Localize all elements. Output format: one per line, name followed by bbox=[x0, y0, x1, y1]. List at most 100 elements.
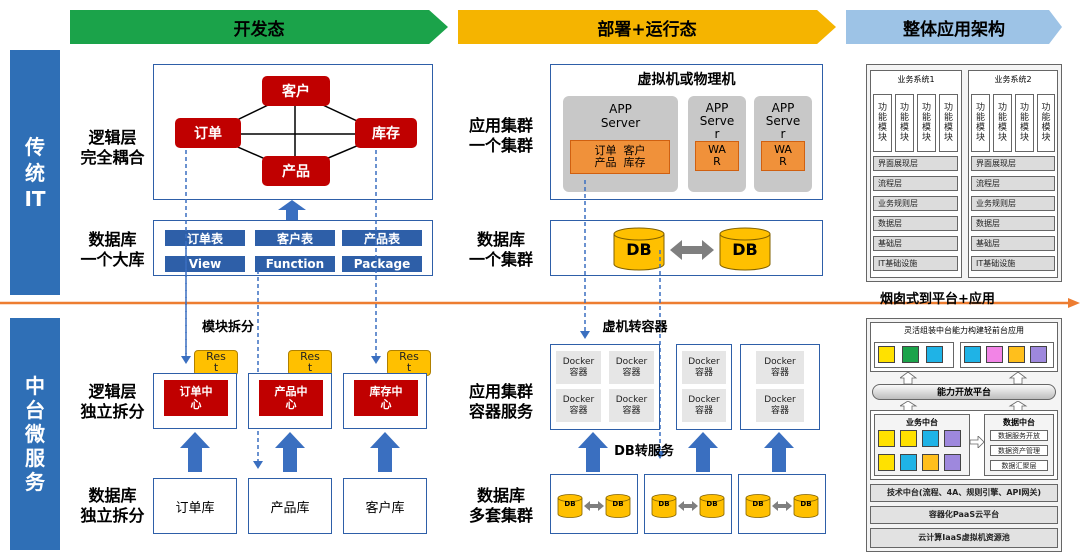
data-platform-title: 数据中台 bbox=[1003, 418, 1035, 427]
sys1-title: 业务系统1 bbox=[897, 75, 935, 84]
db-small-3a: DB bbox=[752, 500, 764, 508]
center-order: 订单中 心 bbox=[164, 380, 228, 416]
sys2-func-1: 功 能 模 块 bbox=[971, 94, 990, 152]
app-square-pink bbox=[986, 346, 1003, 363]
app-server-2-label: APP Serve r bbox=[699, 101, 735, 141]
sys1-layer-infra: IT基础设施 bbox=[873, 256, 958, 271]
sys2-func-3: 功 能 模 块 bbox=[1015, 94, 1034, 152]
node-customer: 客户 bbox=[262, 76, 330, 106]
db-product: 产品库 bbox=[248, 478, 332, 534]
docker-2b: Docker 容器 bbox=[682, 389, 726, 422]
data-aggregation: 数据汇聚层 bbox=[990, 460, 1048, 471]
db-cylinders-top bbox=[613, 227, 771, 271]
sys1-layer-base: 基础层 bbox=[873, 236, 958, 251]
tech-platform: 技术中台(流程、4A、规则引擎、API网关) bbox=[870, 484, 1058, 502]
docker-1c: Docker 容器 bbox=[556, 389, 601, 422]
table-function: Function bbox=[255, 256, 335, 272]
biz-square-5 bbox=[878, 454, 895, 471]
war-box-1: WA R bbox=[695, 141, 739, 171]
docker-3b: Docker 容器 bbox=[756, 389, 804, 422]
bundle-box: 订单 客户 产品 库存 bbox=[570, 140, 670, 174]
sys1-func-1: 功 能 模 块 bbox=[873, 94, 892, 152]
label-db-cluster: 数据库 一个集群 bbox=[468, 230, 533, 269]
label-logic-coupled: 逻辑层 完全耦合 bbox=[80, 128, 145, 167]
sys1-layer-data: 数据层 bbox=[873, 216, 958, 231]
side-middle-platform: 中 台 微 服 务 bbox=[10, 318, 60, 550]
sys2-func-2: 功 能 模 块 bbox=[993, 94, 1012, 152]
sys1-layer-rule: 业务规则层 bbox=[873, 196, 958, 211]
label-logic-split: 逻辑层 独立拆分 bbox=[80, 382, 145, 421]
up-arrow bbox=[278, 200, 306, 220]
rest-api-tag-2: Res t API bbox=[288, 350, 332, 384]
node-order: 订单 bbox=[175, 118, 241, 148]
table-customer: 客户表 bbox=[255, 230, 335, 246]
biz-square-1 bbox=[878, 430, 895, 447]
iaas-pool: 云计算IaaS虚拟机资源池 bbox=[870, 528, 1058, 548]
label-vm-to-container: 虚机转容器 bbox=[602, 320, 668, 335]
db-order: 订单库 bbox=[153, 478, 237, 534]
divider-line bbox=[0, 298, 1080, 308]
open-platform: 能力开放平台 bbox=[872, 384, 1056, 400]
header-arch: 整体应用架构 bbox=[846, 10, 1062, 44]
vm-title: 虚拟机或物理机 bbox=[637, 72, 736, 88]
table-product: 产品表 bbox=[342, 230, 422, 246]
docker-1a: Docker 容器 bbox=[556, 351, 601, 384]
biz-square-4 bbox=[944, 430, 961, 447]
sys1-layer-flow: 流程层 bbox=[873, 176, 958, 191]
docker-2a: Docker 容器 bbox=[682, 351, 726, 384]
paas-platform: 容器化PaaS云平台 bbox=[870, 506, 1058, 524]
war-box-2: WA R bbox=[761, 141, 805, 171]
table-view: View bbox=[165, 256, 245, 272]
app-square-yellow-1 bbox=[878, 346, 895, 363]
label-db-to-service: DB转服务 bbox=[614, 444, 674, 459]
db-small-1a: DB bbox=[564, 500, 576, 508]
db-customer: 客户库 bbox=[343, 478, 427, 534]
sys1-func-2: 功 能 模 块 bbox=[895, 94, 914, 152]
biz-square-7 bbox=[922, 454, 939, 471]
app-square-orange bbox=[1008, 346, 1025, 363]
sys2-layer-ui: 界面展现层 bbox=[971, 156, 1055, 171]
center-product: 产品中 心 bbox=[259, 380, 323, 416]
db-small-2b: DB bbox=[706, 500, 718, 508]
db-small-2a: DB bbox=[658, 500, 670, 508]
label-app-cluster: 应用集群 一个集群 bbox=[468, 116, 533, 155]
app-square-green-1 bbox=[902, 346, 919, 363]
db-label-2: DB bbox=[732, 240, 758, 259]
label-db-split: 数据库 独立拆分 bbox=[80, 486, 145, 525]
sys1-func-4: 功 能 模 块 bbox=[939, 94, 958, 152]
docker-1d: Docker 容器 bbox=[609, 389, 654, 422]
up-arrows-dev bbox=[180, 432, 400, 472]
app-server-1-label: APP Server bbox=[600, 102, 641, 130]
flex-frontend-title: 灵活组装中台能力构建轻前台应用 bbox=[904, 326, 1024, 335]
table-order: 订单表 bbox=[165, 230, 245, 246]
label-app-container: 应用集群 容器服务 bbox=[468, 382, 533, 421]
biz-square-2 bbox=[900, 430, 917, 447]
header-dev: 开发态 bbox=[70, 10, 448, 44]
biz-square-3 bbox=[922, 430, 939, 447]
label-chimney: 烟囱式到平台+应用 bbox=[880, 292, 995, 307]
biz-square-8 bbox=[944, 454, 961, 471]
sys1-func-3: 功 能 模 块 bbox=[917, 94, 936, 152]
db-small-3b: DB bbox=[800, 500, 812, 508]
app-square-cyan-2 bbox=[964, 346, 981, 363]
label-module-split: 模块拆分 bbox=[201, 320, 254, 335]
docker-3a: Docker 容器 bbox=[756, 351, 804, 384]
up-arrows-deploy bbox=[578, 432, 794, 472]
docker-1b: Docker 容器 bbox=[609, 351, 654, 384]
biz-platform-title: 业务中台 bbox=[906, 418, 938, 427]
sys2-layer-rule: 业务规则层 bbox=[971, 196, 1055, 211]
data-service-open: 数据服务开放 bbox=[990, 430, 1048, 441]
db-small-1b: DB bbox=[612, 500, 624, 508]
sys2-func-4: 功 能 模 块 bbox=[1037, 94, 1055, 152]
dashed-arrows-deploy bbox=[580, 180, 665, 459]
app-square-purple bbox=[1030, 346, 1047, 363]
sys2-title: 业务系统2 bbox=[994, 75, 1032, 84]
biz-to-data-arrow bbox=[970, 436, 984, 448]
biz-square-6 bbox=[900, 454, 917, 471]
db-multi-cylinders bbox=[557, 494, 819, 518]
side-traditional-it: 传 统 IT bbox=[10, 50, 60, 295]
sys2-layer-base: 基础层 bbox=[971, 236, 1055, 251]
dashed-arrows-dev bbox=[181, 150, 381, 469]
node-product: 产品 bbox=[262, 156, 330, 186]
sys2-layer-flow: 流程层 bbox=[971, 176, 1055, 191]
